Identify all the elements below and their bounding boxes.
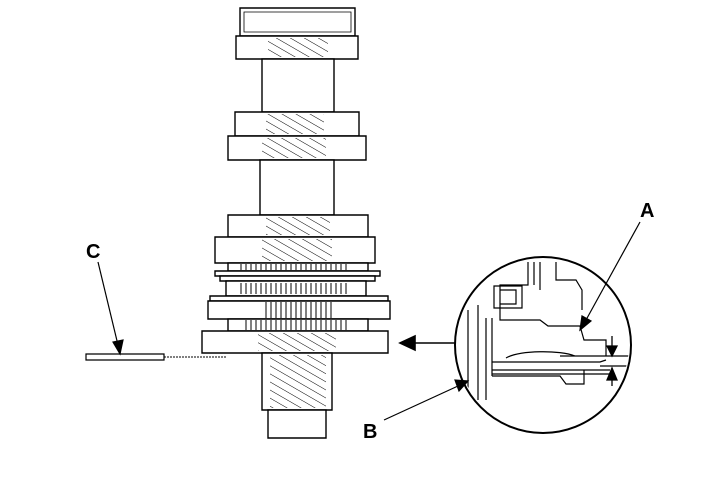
thin-washer-3 xyxy=(210,296,388,301)
leader-a xyxy=(580,222,640,330)
detail-pointer-arrow xyxy=(400,336,460,350)
thin-washer-2 xyxy=(220,276,375,281)
top-collar xyxy=(240,8,355,36)
clearance-arrows xyxy=(607,336,617,386)
shaft-end xyxy=(268,410,326,438)
mainshaft-assembly xyxy=(202,8,390,438)
thin-washer-1 xyxy=(215,271,380,276)
leader-c xyxy=(98,262,123,354)
label-c: C xyxy=(86,241,101,263)
label-a: A xyxy=(640,200,655,222)
leader-b xyxy=(384,380,468,420)
detail-magnifier xyxy=(455,257,631,433)
feeler-gauge xyxy=(86,354,226,360)
shaft-section-1 xyxy=(262,59,334,112)
label-b: B xyxy=(363,421,378,443)
shaft-section-2 xyxy=(260,160,334,215)
